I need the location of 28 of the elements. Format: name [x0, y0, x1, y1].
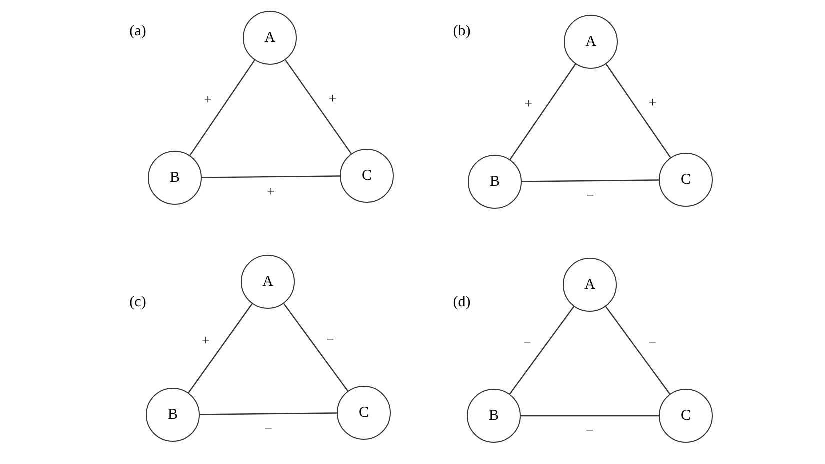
connector-line: [283, 303, 349, 392]
panel-label: (a): [130, 24, 146, 40]
connector-line: [605, 306, 671, 395]
edge-label: −: [586, 190, 594, 204]
connector-line: [522, 180, 659, 182]
edge-label: +: [328, 92, 337, 107]
connector-line: [510, 64, 576, 160]
connector-line: [285, 60, 352, 154]
connector-line: [188, 304, 253, 394]
edge-label: −: [326, 334, 334, 348]
connector-line: [521, 415, 659, 417]
edge-label: −: [523, 336, 532, 351]
edge-label: +: [267, 186, 276, 200]
connector-line: [200, 412, 337, 416]
edge-label: +: [524, 98, 532, 112]
connector-line: [190, 60, 256, 156]
edge-label: +: [648, 96, 657, 111]
connector-line: [202, 176, 340, 178]
edge-label: +: [204, 94, 212, 108]
edge-label: −: [264, 422, 272, 437]
panel-label: (c): [130, 296, 146, 310]
panel-label: (d): [453, 296, 471, 310]
connector-line: [606, 64, 672, 158]
edge-label: +: [202, 334, 210, 349]
edge-label: −: [648, 336, 657, 351]
connector-line: [509, 306, 575, 395]
panel-label: (b): [453, 24, 471, 40]
edge-label: −: [586, 425, 594, 439]
